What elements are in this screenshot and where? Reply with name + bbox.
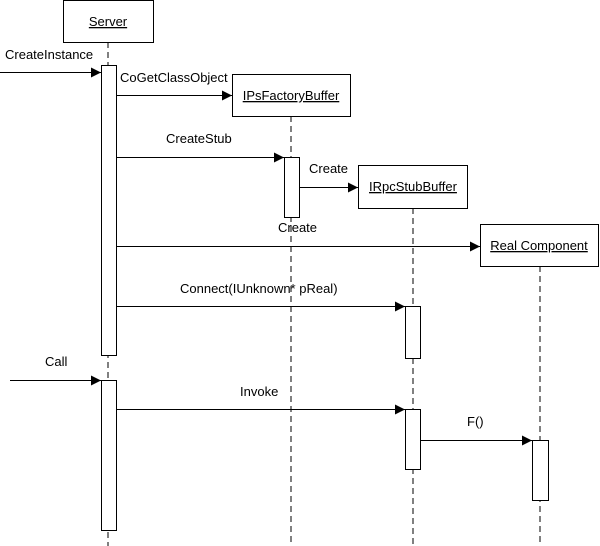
f-label: F() bbox=[467, 414, 484, 429]
participant-real-label: Real Component bbox=[490, 238, 588, 253]
participant-stub: IRpcStubBuffer bbox=[358, 165, 468, 209]
server-activation-2 bbox=[101, 380, 117, 531]
create-instance-label: CreateInstance bbox=[5, 47, 93, 62]
stub-activation-1 bbox=[405, 306, 421, 359]
server-activation-1 bbox=[101, 65, 117, 356]
co-get-class-object-label: CoGetClassObject bbox=[120, 70, 228, 85]
participant-real: Real Component bbox=[480, 224, 599, 267]
connect-label: Connect(IUnknown* pReal) bbox=[180, 281, 338, 296]
participant-server-label: Server bbox=[89, 14, 128, 29]
real-activation bbox=[532, 440, 549, 501]
create-stub-buffer-label: Create bbox=[309, 161, 348, 176]
participant-server: Server bbox=[63, 0, 154, 43]
call-label: Call bbox=[45, 354, 68, 369]
factory-activation bbox=[284, 157, 300, 218]
participant-stub-label: IRpcStubBuffer bbox=[369, 179, 458, 194]
participant-factory: IPsFactoryBuffer bbox=[232, 74, 351, 117]
stub-activation-2 bbox=[405, 409, 421, 470]
create-real-label: Create bbox=[278, 220, 317, 235]
participant-factory-label: IPsFactoryBuffer bbox=[243, 88, 340, 103]
invoke-label: Invoke bbox=[240, 384, 278, 399]
create-stub-label: CreateStub bbox=[166, 131, 232, 146]
